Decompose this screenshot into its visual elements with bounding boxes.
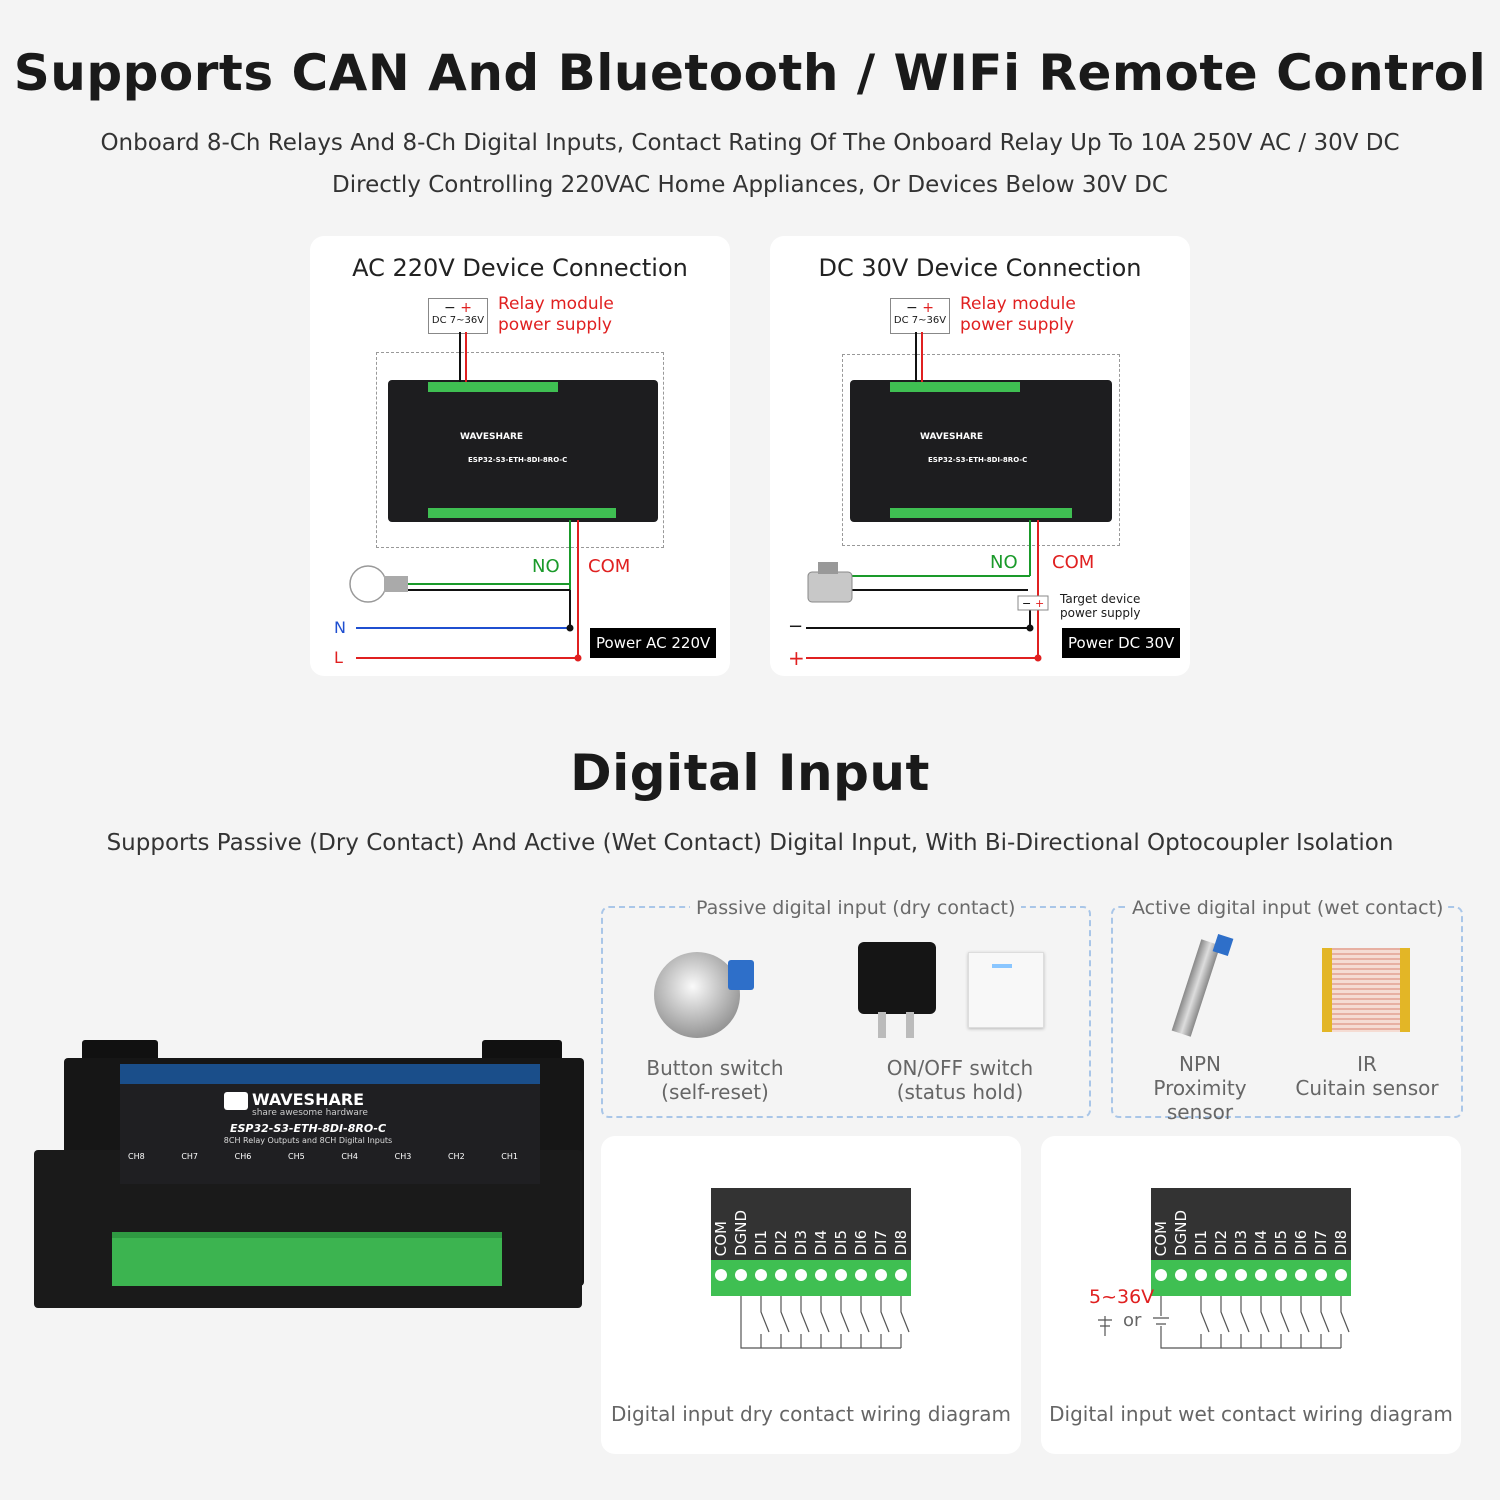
- waveshare-logo-icon: [224, 1092, 248, 1110]
- button-switch-image: [654, 952, 740, 1038]
- button-switch-connector: [728, 960, 754, 990]
- npn-label-1: NPN: [1179, 1052, 1221, 1076]
- channel-labels: CH8 CH7 CH6 CH5 CH4 CH3 CH2 CH1: [128, 1152, 518, 1161]
- ac-wiring-svg: [349, 332, 582, 662]
- rocker-switch-image: [858, 942, 936, 1014]
- dc-no-label: NO: [990, 552, 1018, 573]
- ir-label-1: IR: [1357, 1052, 1377, 1076]
- active-input-title: Active digital input (wet contact): [1128, 897, 1448, 919]
- channel-label: CH5: [287, 1152, 305, 1161]
- dc-supply-tag-2: − + DC 7~36V: [890, 298, 950, 334]
- dc-minus-label: −: [788, 616, 804, 637]
- ac-n-label: N: [334, 618, 346, 637]
- mini-board-brand: WAVESHARE: [460, 432, 524, 442]
- onoff-switch-label-2: (status hold): [896, 1080, 1024, 1104]
- svg-text:−: −: [1022, 597, 1031, 610]
- solenoid-valve-icon: [807, 571, 853, 603]
- digital-input-subtitle: Supports Passive (Dry Contact) And Activ…: [106, 830, 1394, 856]
- board-tagline: share awesome hardware: [252, 1108, 368, 1118]
- svg-text:+: +: [1035, 597, 1044, 610]
- dc-wiring-svg: − +: [806, 332, 1049, 662]
- ac-connection-card: AC 220V Device Connection − + DC 7~36V R…: [310, 236, 730, 676]
- relay-module-image: WAVESHARE ESP32-S3-ETH-8DI-8RO-C: [388, 380, 658, 522]
- page-title: Supports CAN And Bluetooth / WIFi Remote…: [13, 44, 1487, 102]
- ir-curtain-image: [1322, 948, 1410, 1032]
- wet-caption: Digital input wet contact wiring diagram: [1049, 1402, 1453, 1426]
- dry-pin-header: [711, 1188, 911, 1260]
- dc-plus-label: +: [788, 646, 805, 670]
- channel-label: CH6: [234, 1152, 252, 1161]
- dc-mini-board-model: ESP32-S3-ETH-8DI-8RO-C: [928, 456, 1028, 464]
- dc-connection-card: DC 30V Device Connection − + DC 7~36V Re…: [770, 236, 1190, 676]
- dc-relay-module-image: WAVESHARE ESP32-S3-ETH-8DI-8RO-C: [850, 380, 1112, 522]
- digital-input-title: Digital Input: [570, 744, 930, 802]
- dc-mini-board-brand: WAVESHARE: [920, 432, 984, 442]
- subtitle-line-1: Onboard 8-Ch Relays And 8-Ch Digital Inp…: [100, 130, 1400, 156]
- target-supply-label-1: Target device: [1060, 592, 1141, 606]
- module-frame: [376, 352, 664, 548]
- terminal-block: [112, 1232, 502, 1286]
- dc-supply-tag-2-text: DC 7~36V: [893, 315, 947, 326]
- channel-label: CH2: [447, 1152, 465, 1161]
- dc-power-label: Power DC 30V: [1062, 628, 1181, 658]
- dc-com-label: COM: [1052, 552, 1095, 573]
- channel-label: CH8: [128, 1152, 145, 1161]
- dc-supply-label-1: Relay module: [960, 294, 1076, 314]
- channel-label: CH3: [394, 1152, 412, 1161]
- dc-supply-tag: − + DC 7~36V: [428, 298, 488, 334]
- channel-label: CH4: [341, 1152, 359, 1161]
- channel-label: CH7: [181, 1152, 199, 1161]
- ir-label-2: Cuitain sensor: [1295, 1076, 1439, 1100]
- ac-com-label: COM: [588, 556, 631, 577]
- supply-label-1: Relay module: [498, 294, 614, 314]
- target-supply-label-2: power supply: [1060, 606, 1141, 620]
- mini-board-model: ESP32-S3-ETH-8DI-8RO-C: [468, 456, 568, 464]
- button-switch-label-2: (self-reset): [661, 1080, 769, 1104]
- ac-power-label: Power AC 220V: [590, 628, 717, 658]
- dc-supply-tag-text: DC 7~36V: [431, 315, 485, 326]
- wet-contact-card: COM DGND DI1 DI2 DI3 DI4 DI5 DI6 DI7 DI8: [1041, 1136, 1461, 1454]
- ac-no-label: NO: [532, 556, 560, 577]
- dc-module-frame: [842, 354, 1120, 546]
- module-product-image: WAVESHARE share awesome hardware ESP32-S…: [34, 1040, 584, 1310]
- wet-or-label: or: [1123, 1310, 1142, 1331]
- dc-card-title: DC 30V Device Connection: [818, 254, 1142, 282]
- npn-label-2: Proximity sensor: [1153, 1076, 1247, 1124]
- onoff-switch-label-1: ON/OFF switch: [886, 1056, 1034, 1080]
- dry-contact-card: COM DGND DI1 DI2 DI3 DI4 DI5 DI6 DI7 DI8…: [601, 1136, 1021, 1454]
- ac-l-label: L: [334, 648, 343, 667]
- button-switch-label-1: Button switch: [646, 1056, 784, 1080]
- dry-wiring-svg: [715, 1269, 910, 1349]
- board-model: ESP32-S3-ETH-8DI-8RO-C: [229, 1122, 387, 1135]
- dc-supply-label-2: power supply: [960, 315, 1074, 335]
- channel-label: CH1: [501, 1152, 518, 1161]
- subtitle-line-2: Directly Controlling 220VAC Home Applian…: [332, 172, 1168, 198]
- dry-caption: Digital input dry contact wiring diagram: [611, 1402, 1011, 1426]
- wet-wiring-svg: [1098, 1269, 1350, 1349]
- supply-label-2: power supply: [498, 315, 612, 335]
- light-bulb-icon: [349, 565, 387, 603]
- board-brand: WAVESHARE: [252, 1090, 365, 1109]
- passive-input-title: Passive digital input (dry contact): [690, 897, 1022, 919]
- wet-pin-header: [1151, 1188, 1351, 1260]
- wet-voltage-label: 5~36V: [1089, 1286, 1155, 1308]
- ac-card-title: AC 220V Device Connection: [352, 254, 688, 282]
- board-desc: 8CH Relay Outputs and 8CH Digital Inputs: [223, 1136, 393, 1145]
